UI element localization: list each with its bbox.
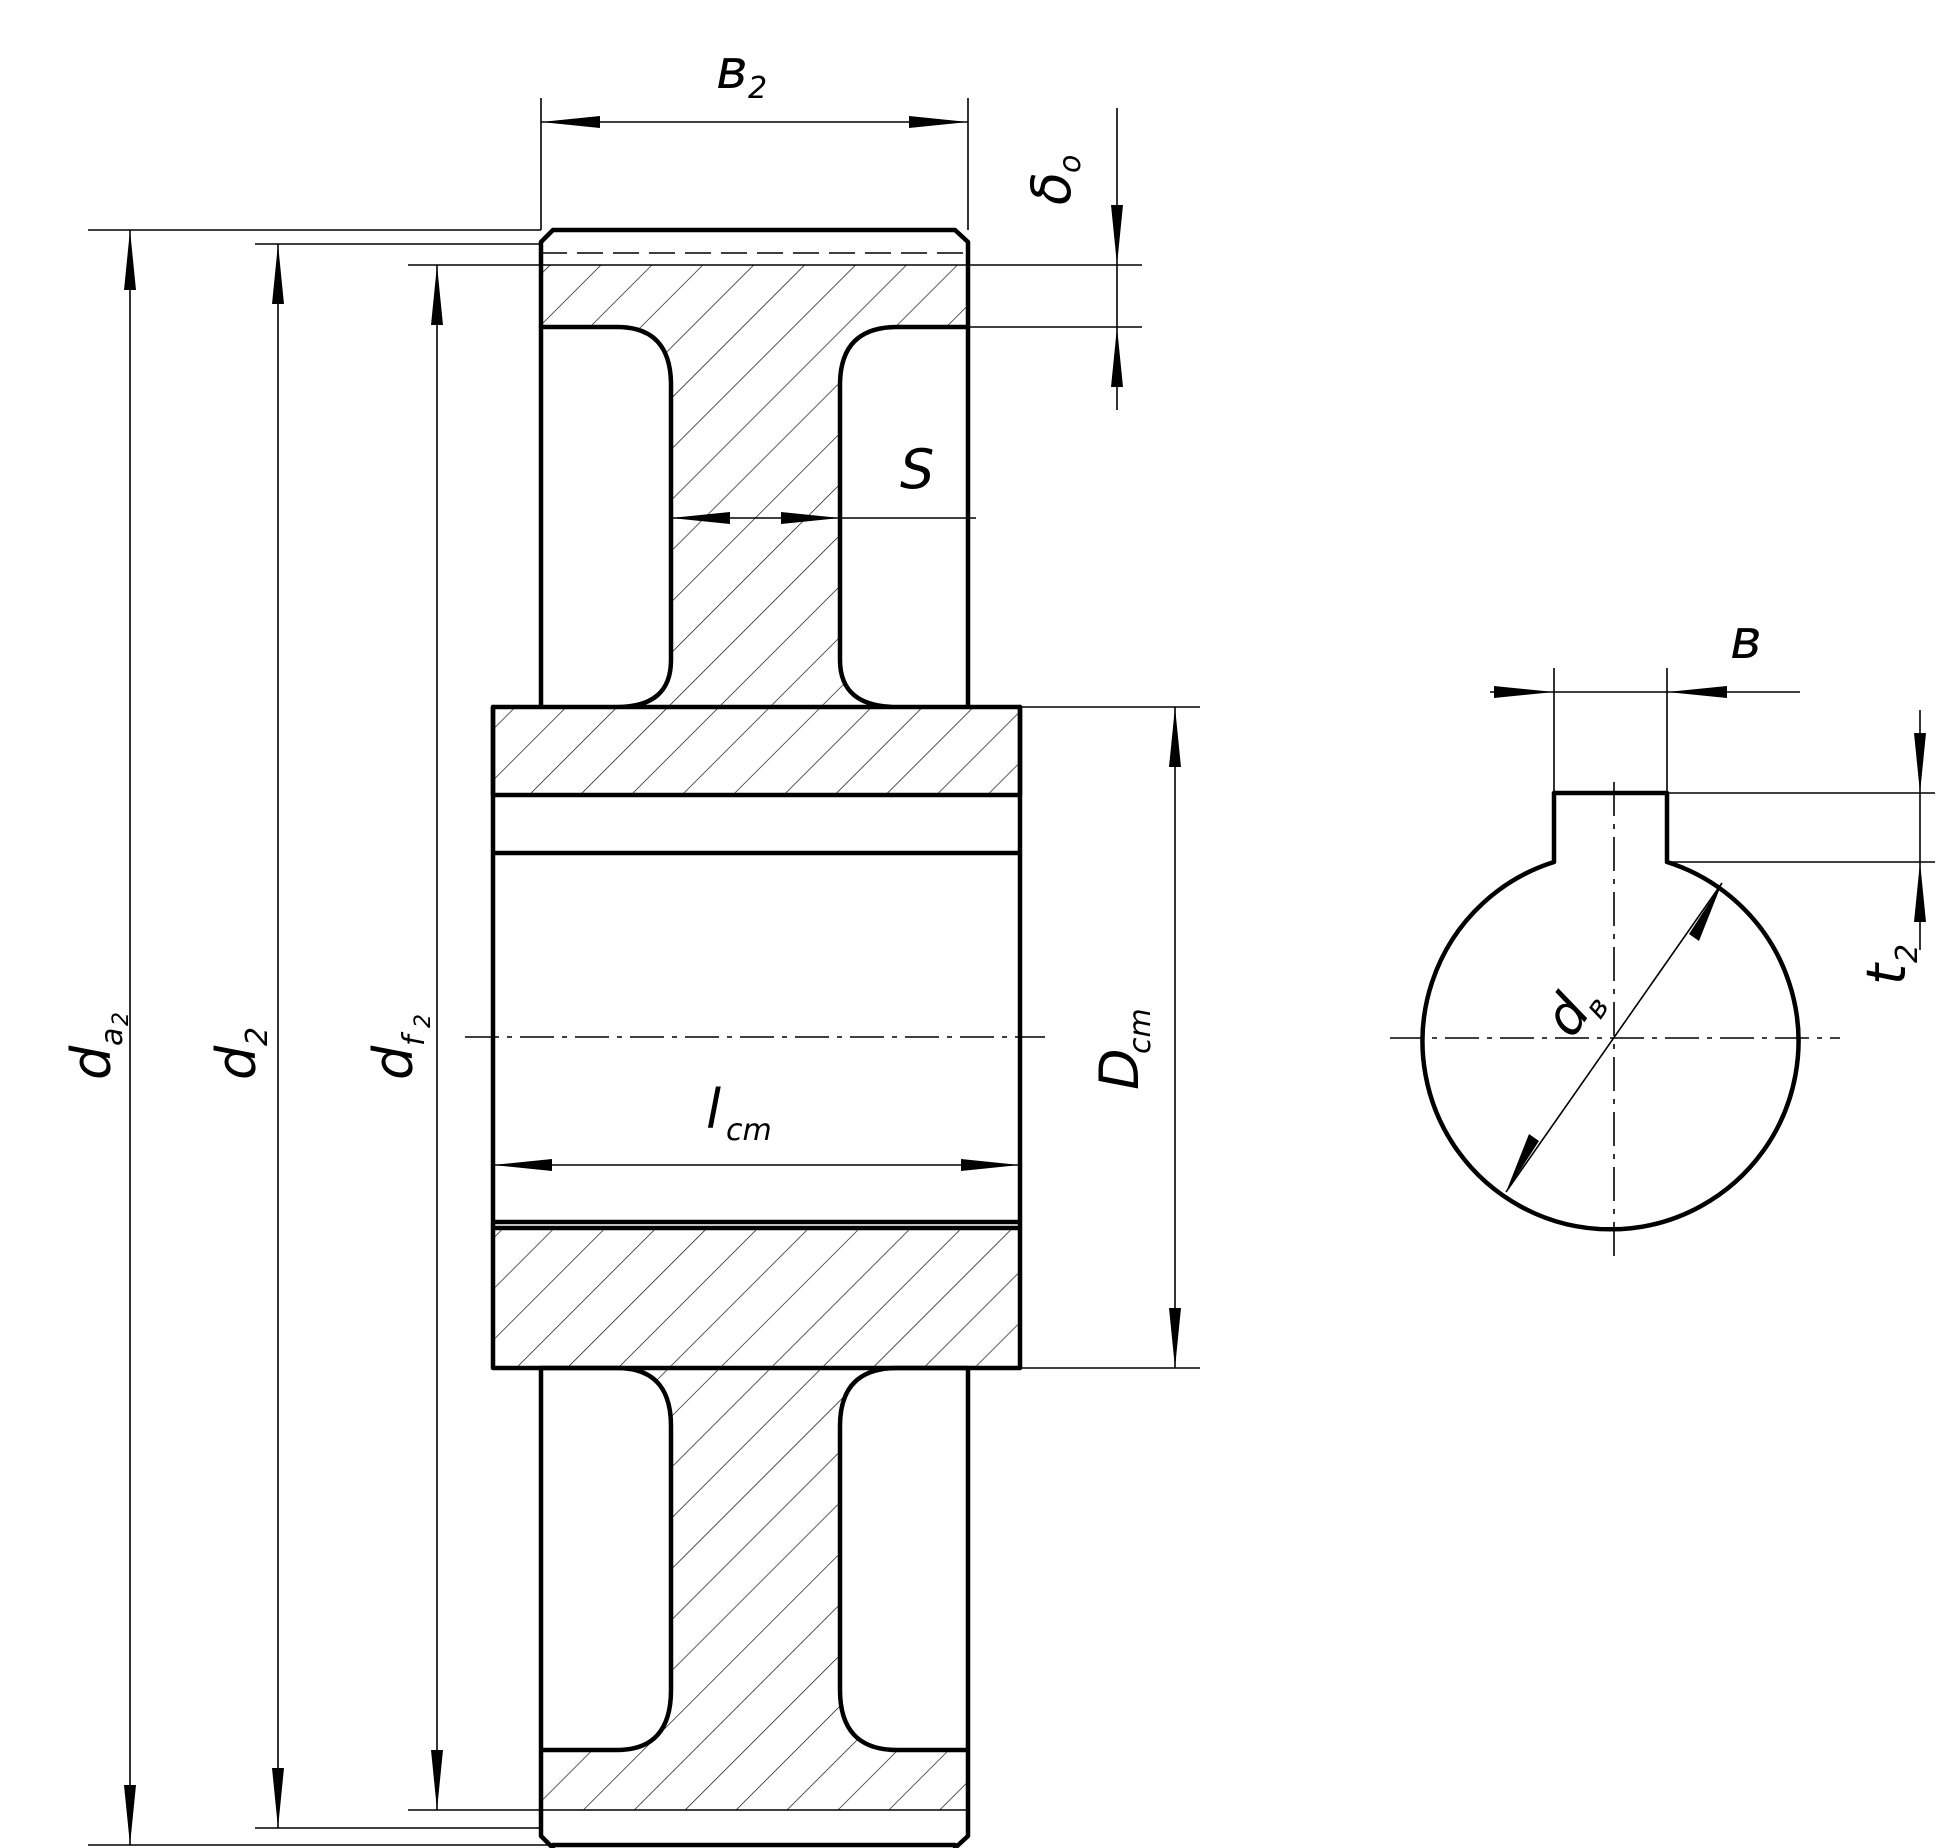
web-hub-bottom-hatch	[493, 1228, 1020, 1750]
extension-lines	[88, 98, 1200, 1846]
label-dcm: D cm	[1088, 1008, 1158, 1090]
label-d2: d 2	[205, 1027, 275, 1080]
svg-text:f: f	[397, 1031, 432, 1046]
svg-text:о: о	[1053, 155, 1088, 173]
label-lcm: l cm	[706, 1078, 772, 1148]
label-b2: в 2	[716, 38, 767, 106]
outline-lower	[538, 1365, 971, 1848]
label-delta0: δ о	[1020, 155, 1088, 205]
svg-text:δ: δ	[1020, 172, 1083, 205]
svg-text:d: d	[362, 1045, 425, 1080]
dimension-labels: в 2 δ о S d a 2 d 2 d f 2 l cm	[60, 38, 1925, 1148]
svg-text:в: в	[716, 38, 748, 101]
label-dv: d в	[1531, 983, 1617, 1048]
rim-top-hatch	[541, 265, 968, 327]
shaft-keyway-section	[1390, 668, 1935, 1262]
svg-text:2: 2	[1890, 944, 1925, 963]
svg-text:t: t	[1855, 962, 1918, 985]
label-b: в	[1730, 608, 1762, 671]
svg-text:2: 2	[240, 1027, 275, 1046]
svg-text:d: d	[205, 1045, 268, 1080]
shaft-keyway-outline	[1420, 790, 1801, 1232]
svg-text:d: d	[60, 1045, 123, 1080]
svg-text:cm: cm	[1123, 1008, 1158, 1054]
rim-top-outline	[538, 227, 971, 330]
svg-text:2: 2	[411, 1014, 436, 1028]
dimension-lines	[124, 108, 1181, 1845]
svg-text:l: l	[706, 1078, 721, 1141]
hatched-regions	[493, 265, 1020, 1810]
svg-text:2: 2	[748, 71, 767, 106]
svg-text:a: a	[95, 1028, 130, 1046]
svg-text:cm: cm	[726, 1113, 772, 1148]
label-df2: d f 2	[362, 1014, 436, 1080]
rim-thin-lines	[541, 252, 968, 266]
label-s: S	[900, 438, 934, 501]
rim-bottom-hatch	[541, 1750, 968, 1810]
web-hub-top-hatch	[493, 327, 1020, 795]
svg-text:D: D	[1088, 1048, 1151, 1090]
label-da2: d a 2	[60, 1012, 134, 1080]
label-t2: t 2	[1855, 944, 1925, 985]
svg-text:2: 2	[109, 1012, 134, 1026]
